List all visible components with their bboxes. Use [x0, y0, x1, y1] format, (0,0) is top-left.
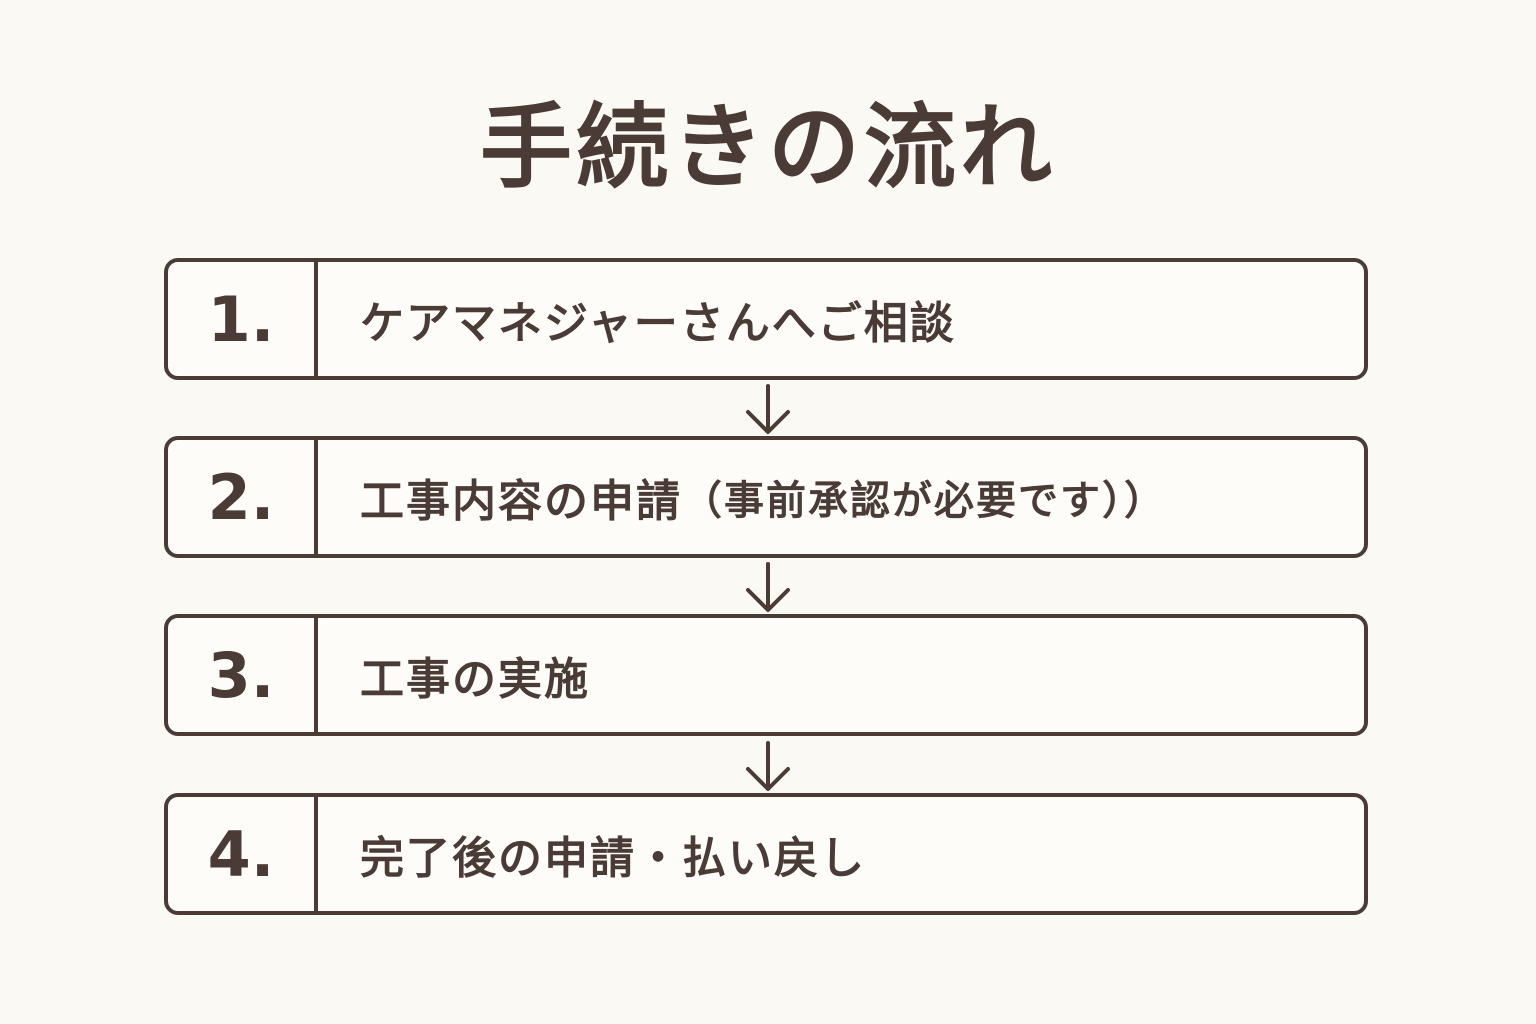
step-3-number: 3.: [168, 618, 318, 732]
step-2-number: 2.: [168, 440, 318, 554]
step-1-label: ケアマネジャーさんへご相談: [360, 298, 956, 349]
step-2-label-row: 工事内容の申請（事前承認が必要です））: [318, 440, 1364, 554]
step-3-box: 3. 工事の実施: [164, 614, 1368, 736]
step-4-number: 4.: [168, 797, 318, 911]
step-3-label-row: 工事の実施: [318, 618, 1364, 732]
arrow-down-icon: [740, 384, 796, 436]
step-2-label: 工事内容の申請: [360, 476, 682, 527]
step-2-note: （事前承認が必要です））: [682, 478, 1166, 524]
step-3-label: 工事の実施: [360, 654, 590, 705]
page-title: 手続きの流れ: [479, 94, 1056, 201]
arrow-down-icon: [740, 741, 796, 793]
step-2-box: 2. 工事内容の申請（事前承認が必要です））: [164, 436, 1368, 558]
step-1-number: 1.: [168, 262, 318, 376]
step-4-box: 4. 完了後の申請・払い戻し: [164, 793, 1368, 915]
step-1-label-row: ケアマネジャーさんへご相談: [318, 262, 1364, 376]
arrow-down-icon: [740, 562, 796, 614]
step-1-box: 1. ケアマネジャーさんへご相談: [164, 258, 1368, 380]
step-4-label-row: 完了後の申請・払い戻し: [318, 797, 1364, 911]
step-4-label: 完了後の申請・払い戻し: [360, 833, 866, 884]
